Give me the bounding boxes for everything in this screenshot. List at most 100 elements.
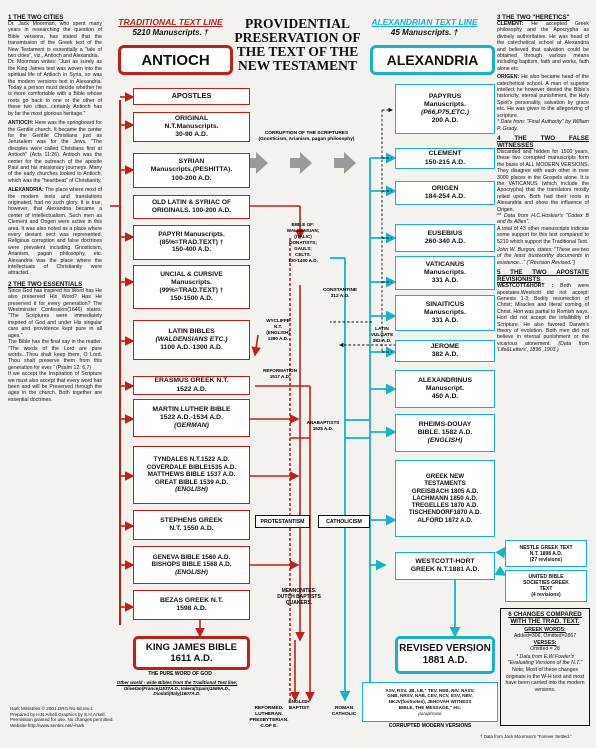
traditional-box-line: (85%=TRAD.TEXT) † <box>159 238 224 246</box>
clement-heading: CLEMENT: <box>497 21 524 27</box>
traditional-box-1: APOSTLES <box>133 88 250 105</box>
verses-heading: VERSES: <box>533 639 557 646</box>
wycliffe-line: (ENGLISH) <box>266 330 290 335</box>
origen-heading: ORIGEN: <box>497 74 520 81</box>
two-cities-paragraph-2: Dr. Moorman writes: "Just as surely as t… <box>8 59 102 117</box>
traditional-heading: TRADITIONAL TEXT LINE 5210 Manuscripts. … <box>108 17 233 37</box>
mennonites-label: MENNONITES. DUTCH BAPTISTS QUAKERS. <box>262 588 336 606</box>
vulgate-line: 382 A.D. <box>372 339 392 344</box>
alexandrian-box-line: TESTAMENTS <box>424 480 466 488</box>
traditional-box-line: LATIN BIBLES <box>168 327 215 335</box>
corruption-title: CORRUPTION OF THE SCRIPTURES <box>264 131 349 136</box>
traditional-box-line: 1522 A.D. <box>176 385 207 393</box>
alexandrian-box-line: 331 A.D. <box>431 277 459 285</box>
other-world-line: Diodati(Italy)1607A.D. <box>153 691 201 697</box>
traditional-box-line: PAPYRI Manuscripts. <box>158 230 225 238</box>
westcott-hort-text: Both were apostates.Westcott did not acc… <box>497 283 589 347</box>
traditional-box-line: BISHOPS BIBLE 1568 A.D. <box>151 561 232 569</box>
traditional-box-7: LATIN BIBLES(WALDENSIANS ETC.)1100 A.D.-… <box>133 320 250 360</box>
mennonites-line: QUAKERS. <box>285 600 313 606</box>
traditional-box-line: ORIGINAL <box>174 114 209 122</box>
credits-line: Permission granted for use. No changes p… <box>10 717 114 723</box>
traditional-box-13: BEZAS GREEK N.T.1598 A.D. <box>133 590 250 620</box>
verses-count: Omitted = 28 <box>530 646 560 653</box>
united-bible-box: UNITED BIBLE SOCIETIES GREEK TEXT (4 rev… <box>505 570 587 602</box>
pure-word-label: THE PURE WORD OF GOD <box>130 671 230 677</box>
changes-note: Note; Most of these changes originate in… <box>505 667 585 693</box>
section-1-title: THE TWO CITIES <box>13 14 64 21</box>
nestle-line: NESTLE GREEK TEXT <box>519 544 573 551</box>
english-baptist-line: ENGLISH <box>288 700 310 705</box>
traditional-box-line: 150-1500 A.D. <box>170 294 213 302</box>
antioch-box: ANTIOCH <box>118 45 233 75</box>
alexandria-label: ALEXANDRIA <box>386 52 479 68</box>
traditional-box-line: BEZAS GREEK N.T. <box>159 596 224 604</box>
reformation-date: 1517 A.D. <box>269 374 291 379</box>
bible-of-label: BIBLE OF: WALDENSIAN; (ITALIC) DONATISTS… <box>282 222 324 264</box>
traditional-box-line: 1598 A.D. <box>176 605 207 612</box>
alexandrian-box-line: CLEMENT <box>428 150 462 158</box>
alexandrian-box-line: 450 A.D. <box>431 393 459 401</box>
alexandrian-box-line: ORIGEN <box>431 184 459 192</box>
title-line-3: THE TEXT OF THE <box>236 44 359 59</box>
mennonites-line: DUTCH BAPTISTS <box>277 594 321 600</box>
traditional-box-line: GENEVA BIBLE 1560 A.D. <box>152 553 231 561</box>
origen-text: He also became head of the catechetical … <box>497 74 589 119</box>
ubs-line: (4 revisions) <box>531 592 561 598</box>
alexandrian-box-line: (P66,P75,ETC.) <box>421 109 469 116</box>
traditional-box-line: 150-400 A.D. <box>172 246 211 254</box>
traditional-box-line: COVERDALE BIBLE1535 A.D. <box>146 463 237 471</box>
modern-versions-line: ASV, RSV, JB, LB," TEV, NEB, NIV, NASV, <box>385 687 475 693</box>
alexandrian-box-line: Manuscripts. <box>424 100 466 108</box>
ubs-line: UNITED BIBLE <box>528 574 564 580</box>
alexandrian-box-line: BIBLE. 1582 A.D. <box>417 428 473 436</box>
other-world-label: Other world - wide Bibles from the Tradi… <box>104 680 250 697</box>
constantine-date: 312 A.D. <box>330 294 350 299</box>
antioch-heading: ANTIOCH: <box>8 120 34 127</box>
fowler-source: * Data from E.W.Fowler's "Evaluating Ver… <box>507 653 583 667</box>
traditional-box-line: OLD LATIN & SYRIAC OF <box>152 199 231 207</box>
alexandrian-box-line: TISCHENDORF1870 A.D. <box>408 509 482 517</box>
credits-line: Prepared by H.N.Arkell.Graphics by S.H.A… <box>10 711 106 717</box>
reformed-line: C.OF E. <box>260 724 278 729</box>
traditional-box-line: N.T. 1550 A.D. <box>169 525 214 532</box>
wycliffe-line: 1380 A.D. <box>267 336 289 341</box>
modern-versions-box: ASV, RSV, JB, LB," TEV, NEB, NIV, NASV, … <box>362 682 498 722</box>
alexandrian-box-line: Manuscript. <box>425 384 465 392</box>
traditional-box-line: Manuscripts.(PESHITTA). <box>150 166 233 174</box>
traditional-box-line: APOSTLES <box>171 91 212 101</box>
antioch-text: Here was the springboard for the Gentile… <box>8 120 102 184</box>
traditional-box-line: STEPHENS GREEK <box>160 516 223 524</box>
clement-text: He accepted Greek philosophy and the Apo… <box>497 21 589 72</box>
burgon-quote: John W. Burgon, states: "These are two o… <box>497 247 589 266</box>
section-6-block: 6 CHANGES COMPARED WITH THE TRAD. TEXT. … <box>500 608 590 726</box>
roman-catholic-label: ROMAN CATHOLIC <box>326 706 362 718</box>
alexandrian-box-line: SINAITICUS <box>425 300 465 308</box>
wycliffe-line: N.T. <box>273 324 283 329</box>
jack-credit: † Data from Jack Moorman's "Forever Sett… <box>480 734 592 739</box>
bible-of-line: WALDENSIAN; <box>286 228 320 233</box>
hoskier-source: ** Data from H.C.Hoskier's "Codex B and … <box>497 212 589 226</box>
other-world-line: Olivetan(France)1537A.D.,Valera(Spain)15… <box>123 685 231 691</box>
alexandrian-box-line: RHEIMS-DOUAY <box>418 420 472 428</box>
alexandrian-box-line: REVISED VERSION <box>399 643 491 655</box>
antioch-paragraph: ANTIOCH: Here was the springboard for th… <box>8 120 102 184</box>
pure-word-text: THE PURE WORD OF GOD <box>148 671 212 677</box>
traditional-count: 5210 Manuscripts. † <box>132 28 209 37</box>
alexandrian-box-line: 184-254 A.D. <box>424 193 466 200</box>
alexandrian-box-line: LACHMANN 1850 A.D. <box>412 494 478 502</box>
alexandrian-box-line: (ENGLISH) <box>427 437 463 445</box>
corrupted-modern-label: CORRUPTED MODERN VERSIONS <box>362 723 498 729</box>
reformation-label: REFORMATION 1517 A.D. <box>257 368 303 380</box>
constantine-name: CONSTANTINE <box>322 288 358 293</box>
traditional-box-line: N.T.Manuscripts. <box>164 122 219 130</box>
